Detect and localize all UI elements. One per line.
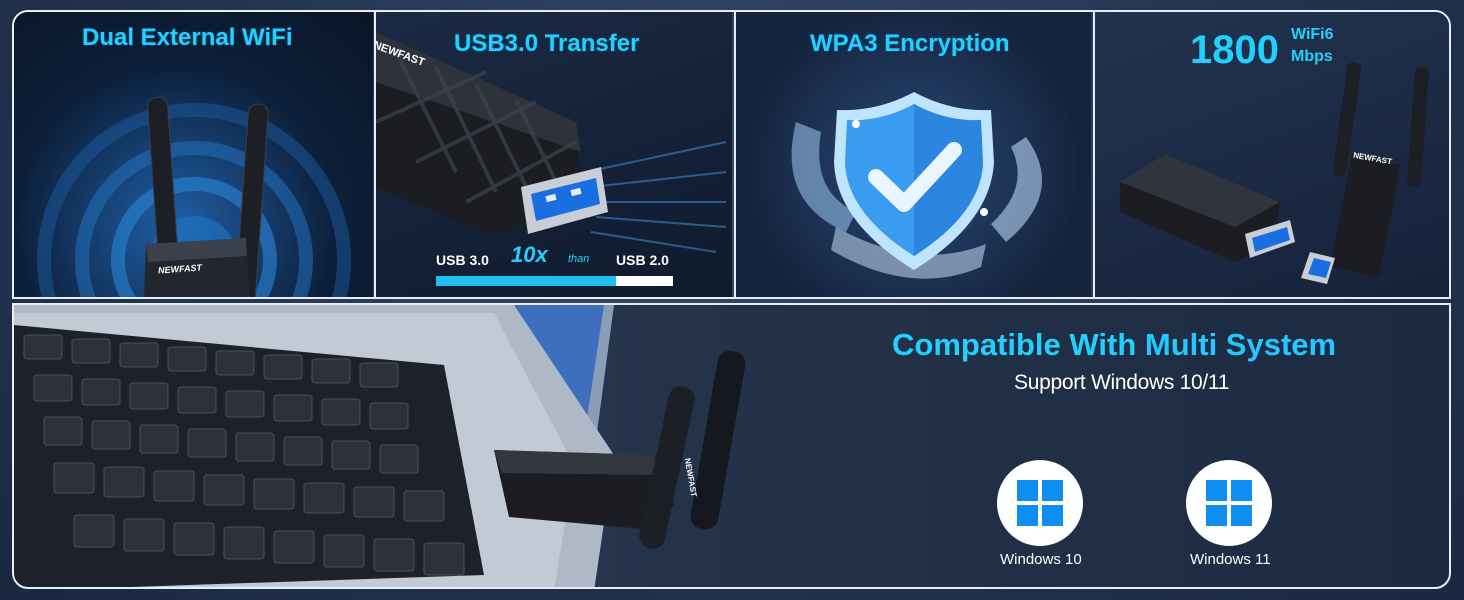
windows-logo-icon — [1206, 480, 1252, 526]
panel-title-usb: USB3.0 Transfer — [454, 30, 640, 57]
compat-title: Compatible With Multi System — [892, 327, 1336, 363]
panel-wpa3: WPA3 Encryption — [734, 12, 1091, 297]
compat-title-part1: Compatible With — [892, 327, 1137, 362]
panel-usb-transfer: NEWFAST USB3.0 Transfer USB 3.0 10x than… — [374, 12, 732, 297]
os-label-windows-11: Windows 11 — [1190, 551, 1271, 568]
compat-title-part2: Multi System — [1144, 327, 1337, 362]
usb2-label: USB 2.0 — [616, 252, 669, 268]
windows-10-badge — [997, 460, 1083, 546]
speed-value: 1800 — [1190, 28, 1279, 72]
os-label-windows-10: Windows 10 — [1000, 551, 1082, 568]
speed-ratio: 10x — [511, 242, 548, 267]
windows-logo-icon — [1017, 480, 1063, 526]
panel-dual-wifi: Dual External WiFi NEWFAST — [14, 12, 373, 297]
panel-title-wpa3: WPA3 Encryption — [810, 30, 1010, 57]
wifi6-badge: WiFi6 — [1291, 26, 1334, 43]
adapter-pair-illustration — [1120, 62, 1429, 284]
panel-title-dual-wifi: Dual External WiFi — [82, 24, 293, 51]
speed-bar-fill — [436, 276, 617, 286]
wifi-signal-rings — [37, 96, 351, 297]
windows-11-badge — [1186, 460, 1272, 546]
speed-ratio-word: than — [568, 253, 590, 265]
speed-comparison-bar — [436, 276, 673, 286]
panel-speed: 1800 WiFi6 Mbps NEWFAST — [1093, 12, 1449, 297]
usb3-label: USB 3.0 — [436, 252, 489, 268]
speed-unit: Mbps — [1291, 48, 1333, 65]
compat-subtitle: Support Windows 10/11 — [1014, 371, 1230, 394]
feature-panels: Dual External WiFi NEWFAST — [12, 10, 1451, 299]
laptop-with-adapter-illustration — [14, 305, 746, 587]
usb-adapter-illustration — [376, 32, 727, 253]
compatibility-section: NEWFAST Compatible With Multi System Sup… — [12, 303, 1451, 589]
shield-check-icon — [791, 92, 1042, 279]
